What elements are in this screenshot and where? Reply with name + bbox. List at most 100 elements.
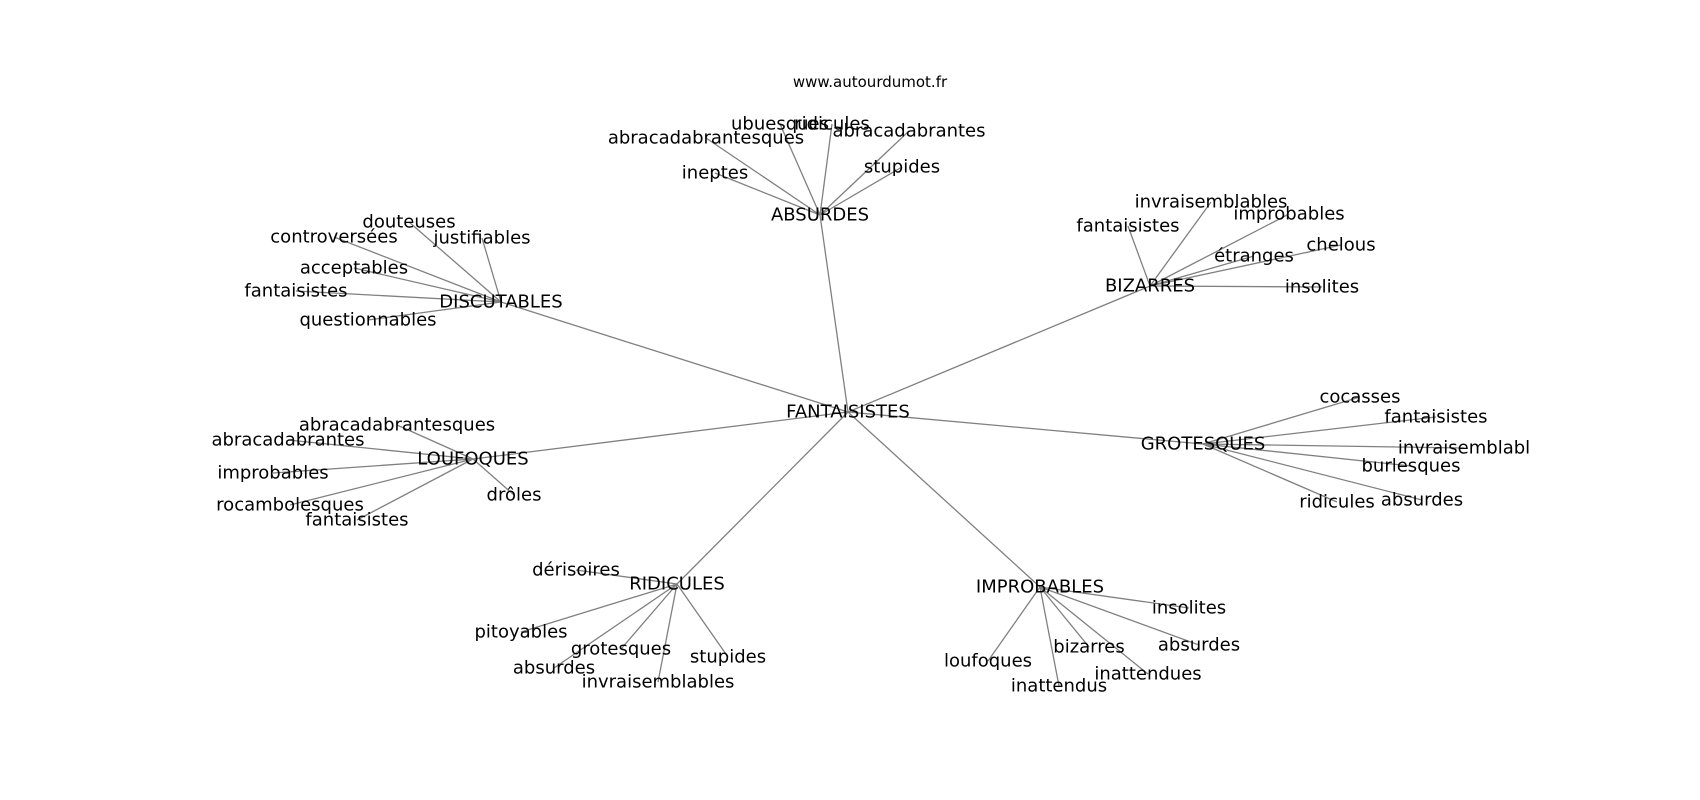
edge-cluster-leaf [620,583,678,650]
edge-cluster-leaf [353,267,502,303]
edge-cluster-leaf [481,237,502,303]
edge-cluster-leaf [520,583,678,633]
edge-cluster-leaf [819,166,903,216]
edge-cluster-leaf [1149,213,1290,287]
edge-cluster-leaf [1149,255,1255,287]
site-credit: www.autourdumot.fr [793,73,948,91]
leaf-node-label: bizarres [1053,637,1124,658]
root-node-label: FANTAISISTES [786,402,910,423]
edge-cluster-leaf [287,439,474,460]
leaf-node-label: chelous [1306,235,1375,256]
cluster-node-label: LOUFOQUES [417,449,528,470]
edge-cluster-leaf [408,221,502,303]
leaf-node-label: questionnables [299,310,436,331]
leaf-node-label: stupides [864,157,940,178]
leaf-node-label: burlesques [1362,456,1461,477]
edge-cluster-leaf [356,458,474,521]
cluster-node-label: BIZARRES [1105,276,1195,297]
edge-cluster-leaf [295,290,502,303]
leaf-node-label: fantaisistes [305,510,408,531]
edge-cluster-leaf [396,424,474,460]
cluster-node-label: ABSURDES [771,205,869,226]
leaf-node-label: invraisemblables [1135,192,1288,213]
edge-cluster-leaf [1149,201,1212,287]
leaf-node-label: insolites [1285,277,1359,298]
leaf-node-label: acceptables [300,258,408,279]
cluster-node-label: DISCUTABLES [439,292,562,313]
leaf-node-label: improbables [1233,204,1344,225]
edge-cluster-leaf [1039,586,1190,609]
leaf-node-label: invraisemblabl [1398,438,1530,459]
leaf-node-label: étranges [1214,246,1294,267]
edge-cluster-leaf [714,172,821,216]
edge-root-cluster [472,411,849,460]
edge-cluster-leaf [1202,396,1361,445]
leaf-node-label: grotesques [571,639,671,660]
leaf-node-label: stupides [690,647,766,668]
edge-cluster-leaf [1202,416,1437,445]
leaf-node-label: abracadabrantes [211,430,364,451]
edge-root-cluster [676,411,849,585]
edge-cluster-leaf [819,130,910,216]
leaf-node-label: absurdes [1158,635,1240,656]
edge-cluster-leaf [289,458,474,506]
leaf-node-label: justifiables [432,228,530,249]
leaf-node-label: dérisoires [532,560,620,581]
edge-cluster-leaf [1039,586,1060,687]
edge-cluster-leaf [705,137,821,216]
leaf-node-label: improbables [217,463,328,484]
edge-cluster-leaf [1202,443,1423,501]
edge-cluster-leaf [333,236,502,303]
cluster-node-label: IMPROBABLES [976,577,1104,598]
leaf-node-label: inattendus [1011,676,1107,697]
labels: FANTAISISTESABSURDESabracadabrantesquesu… [211,114,1530,697]
leaf-node-label: inattendues [1094,664,1201,685]
edge-cluster-leaf [1149,244,1342,287]
edge-cluster-leaf [367,301,502,321]
leaf-node-label: fantaisistes [244,281,347,302]
leaf-node-label: absurdes [513,658,595,679]
leaf-node-label: cocasses [1319,387,1400,408]
leaf-node-label: abracadabrantesques [299,415,495,436]
edge-root-cluster [847,285,1151,413]
leaf-node-label: controversées [270,227,397,248]
leaf-node-label: insolites [1152,598,1226,619]
leaf-node-label: fantaisistes [1384,407,1487,428]
leaf-node-label: invraisemblables [582,672,735,693]
edge-root-cluster [847,411,1204,445]
edge-cluster-leaf [575,569,678,585]
edge-cluster-leaf [657,583,678,683]
edge-cluster-leaf [779,123,821,216]
edge-cluster-leaf [1127,225,1151,287]
edge-cluster-leaf [272,458,474,474]
edge-cluster-leaf [1039,586,1090,648]
edge-cluster-leaf [1202,443,1338,503]
edge-cluster-leaf [1202,443,1412,467]
leaf-node-label: fantaisistes [1076,216,1179,237]
edge-cluster-leaf [1039,586,1200,646]
edge-cluster-leaf [1149,285,1323,288]
leaf-node-label: ridicules [794,114,870,135]
cluster-node-label: GROTESQUES [1141,434,1266,455]
edge-cluster-leaf [1039,586,1149,675]
cluster-node-label: RIDICULES [629,574,725,595]
edge-cluster-leaf [676,583,729,658]
leaf-node-label: absurdes [1381,490,1463,511]
edge-root-cluster [819,214,849,413]
leaf-node-label: rocambolesques [216,495,364,516]
leaf-node-label: abracadabrantes [832,121,985,142]
edge-cluster-leaf [987,586,1041,662]
leaf-node-label: abracadabrantesques [608,128,804,149]
leaf-node-label: ridicules [1299,492,1375,513]
leaf-node-label: drôles [487,485,542,506]
leaf-node-label: ineptes [682,163,748,184]
edge-root-cluster [847,411,1041,588]
leaf-node-label: douteuses [362,212,455,233]
edge-cluster-leaf [472,458,515,496]
edges [272,123,1465,687]
edge-root-cluster [500,301,849,413]
leaf-node-label: pitoyables [474,622,567,643]
edge-cluster-leaf [553,583,678,669]
leaf-node-label: loufoques [944,651,1032,672]
